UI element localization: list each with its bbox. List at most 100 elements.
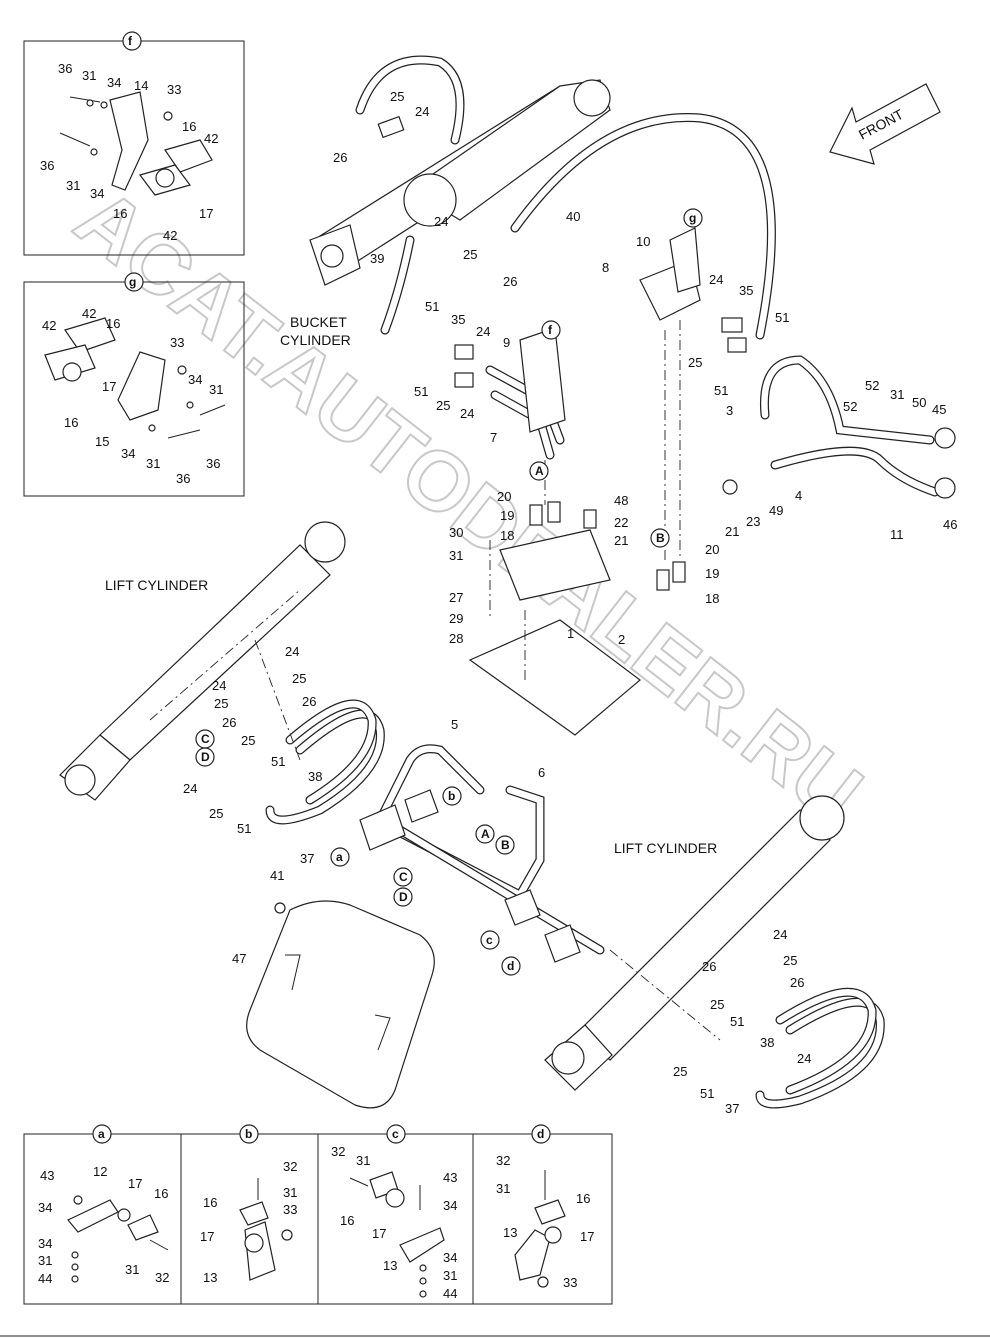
svg-text:26: 26 — [222, 715, 236, 730]
svg-text:13: 13 — [203, 1270, 217, 1285]
svg-text:b: b — [448, 789, 455, 803]
svg-text:25: 25 — [673, 1064, 687, 1079]
svg-text:50: 50 — [912, 395, 926, 410]
svg-text:c: c — [392, 1127, 399, 1141]
svg-text:51: 51 — [237, 821, 251, 836]
svg-text:51: 51 — [730, 1014, 744, 1029]
svg-text:d: d — [537, 1127, 544, 1141]
svg-text:A: A — [535, 464, 544, 478]
svg-text:51: 51 — [271, 754, 285, 769]
svg-text:32: 32 — [155, 1270, 169, 1285]
svg-text:24: 24 — [460, 406, 474, 421]
svg-text:45: 45 — [932, 402, 946, 417]
bracket-14 — [109, 91, 149, 191]
svg-text:52: 52 — [843, 399, 857, 414]
svg-text:16: 16 — [106, 316, 120, 331]
svg-text:26: 26 — [333, 150, 347, 165]
detail-view-a: a 43 12 34 17 16 34 31 44 31 32 — [38, 1124, 169, 1286]
svg-text:24: 24 — [415, 104, 429, 119]
svg-text:32: 32 — [331, 1144, 345, 1159]
svg-text:31: 31 — [890, 387, 904, 402]
bolt-36-g-a — [167, 429, 201, 439]
svg-text:16: 16 — [64, 415, 78, 430]
lift-cylinder-right: LIFT CYLINDER — [544, 795, 885, 1109]
svg-text:51: 51 — [700, 1086, 714, 1101]
svg-text:52: 52 — [865, 378, 879, 393]
svg-text:26: 26 — [790, 975, 804, 990]
svg-text:35: 35 — [739, 283, 753, 298]
svg-text:24: 24 — [709, 272, 723, 287]
fittings-top — [377, 115, 956, 499]
watermark: ACAT.AUTODEALER.RU — [58, 169, 880, 841]
bracket-13-c — [399, 1227, 445, 1263]
svg-text:16: 16 — [576, 1191, 590, 1206]
svg-text:31: 31 — [146, 456, 160, 471]
svg-text:g: g — [689, 211, 696, 225]
svg-text:51: 51 — [775, 310, 789, 325]
svg-text:31: 31 — [283, 1185, 297, 1200]
svg-text:f: f — [548, 323, 553, 337]
svg-text:25: 25 — [292, 671, 306, 686]
svg-text:31: 31 — [82, 68, 96, 83]
bucket-cylinder-eye-front — [320, 244, 344, 268]
bracket-g — [669, 227, 701, 293]
detail-g-letter: g — [129, 275, 136, 289]
svg-text:30: 30 — [449, 525, 463, 540]
svg-text:b: b — [245, 1127, 252, 1141]
front-arrow-shape — [829, 83, 941, 165]
svg-text:44: 44 — [38, 1271, 52, 1286]
front-direction-arrow: FRONT — [829, 83, 941, 165]
main-part-labels: 25 24 26 24 25 26 40 39 10 8 24 35 51 25… — [183, 89, 957, 1116]
svg-text:34: 34 — [38, 1236, 52, 1251]
clamp-42-b — [44, 344, 96, 381]
control-valve-1 — [499, 529, 611, 601]
hose-lines-top — [355, 55, 940, 497]
svg-text:36: 36 — [40, 158, 54, 173]
svg-text:25: 25 — [436, 398, 450, 413]
svg-text:36: 36 — [176, 471, 190, 486]
svg-text:34: 34 — [38, 1200, 52, 1215]
detail-view-f: f 36 31 34 14 33 16 42 36 31 34 16 17 42 — [23, 31, 245, 256]
svg-text:31: 31 — [356, 1153, 370, 1168]
svg-text:34: 34 — [107, 75, 121, 90]
bucket-cylinder-caption-1: BUCKET — [290, 314, 347, 330]
svg-text:13: 13 — [383, 1258, 397, 1273]
clamp-42-a — [64, 317, 116, 353]
lift-cylinder-left-caption: LIFT CYLINDER — [105, 577, 208, 593]
detail-view-b: b 32 16 31 33 17 13 — [200, 1124, 297, 1285]
bolt-41 — [274, 902, 286, 914]
svg-text:24: 24 — [476, 324, 490, 339]
svg-text:21: 21 — [725, 524, 739, 539]
svg-text:28: 28 — [449, 631, 463, 646]
svg-text:46: 46 — [943, 517, 957, 532]
svg-text:25: 25 — [710, 997, 724, 1012]
svg-text:16: 16 — [154, 1186, 168, 1201]
detail-view-c: c 32 31 43 16 34 17 13 34 31 44 — [331, 1124, 457, 1301]
clamp-16-d — [534, 1199, 566, 1225]
svg-text:B: B — [656, 531, 665, 545]
svg-text:36: 36 — [206, 456, 220, 471]
svg-text:43: 43 — [40, 1168, 54, 1183]
detail-g-marker — [124, 272, 144, 292]
svg-text:18: 18 — [705, 591, 719, 606]
svg-text:3: 3 — [726, 403, 733, 418]
svg-text:29: 29 — [449, 611, 463, 626]
svg-text:17: 17 — [580, 1229, 594, 1244]
cover-slot-b — [374, 1014, 391, 1051]
svg-text:31: 31 — [449, 548, 463, 563]
svg-text:D: D — [399, 890, 408, 904]
mounting-plate-2 — [468, 619, 641, 736]
lift-cylinder-right-eye-bottom — [551, 1041, 585, 1075]
svg-text:24: 24 — [183, 781, 197, 796]
svg-text:38: 38 — [308, 769, 322, 784]
bucket-cylinder: BUCKET CYLINDER — [280, 79, 611, 348]
svg-text:B: B — [501, 838, 510, 852]
svg-text:1: 1 — [567, 626, 574, 641]
svg-text:51: 51 — [425, 299, 439, 314]
svg-text:17: 17 — [372, 1226, 386, 1241]
detail-f-labels: 36 31 34 14 33 16 42 36 31 34 16 17 42 — [40, 61, 218, 243]
svg-text:34: 34 — [443, 1198, 457, 1213]
svg-text:26: 26 — [302, 694, 316, 709]
svg-text:42: 42 — [82, 306, 96, 321]
svg-text:31: 31 — [66, 178, 80, 193]
